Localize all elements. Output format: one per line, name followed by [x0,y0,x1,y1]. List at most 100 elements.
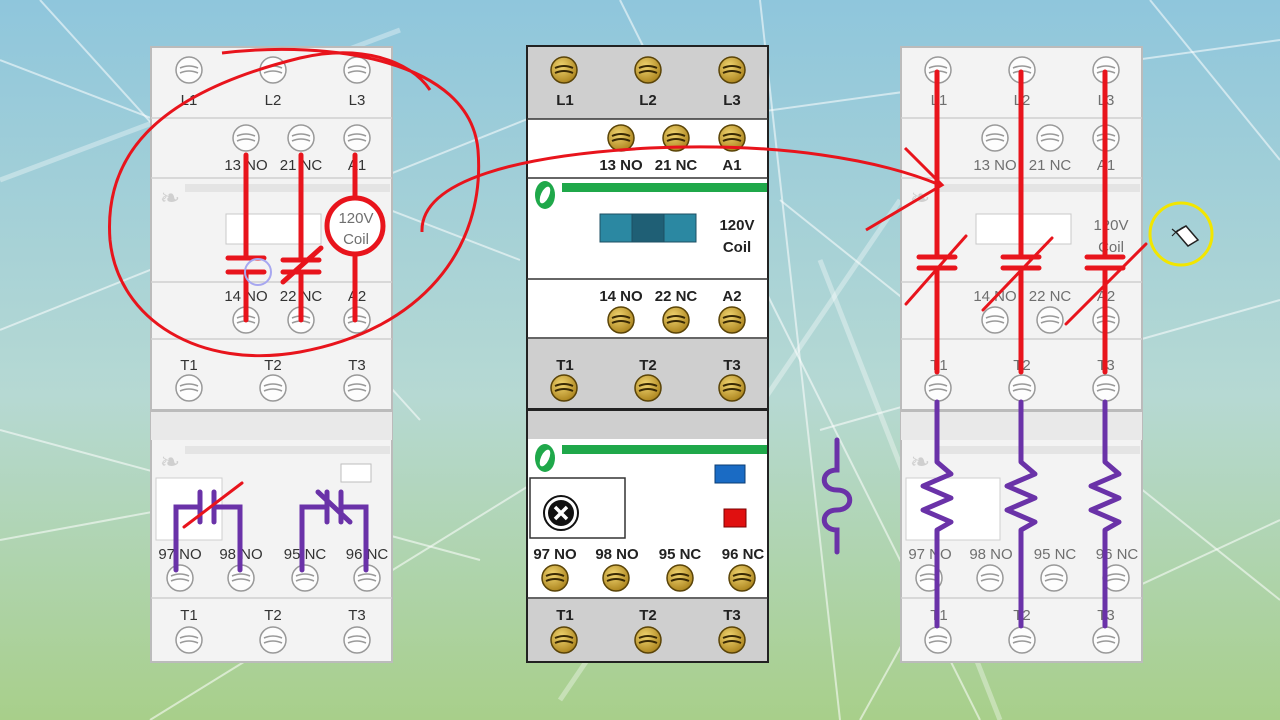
screw-terminal-icon[interactable] [175,374,203,402]
terminal-label-13-no: 13 NO [599,157,643,174]
terminal-label-l3: L3 [349,92,366,109]
screw-terminal-icon[interactable] [550,626,578,654]
terminal-label-21-nc: 21 NC [655,157,698,174]
annotation-arrow [420,145,941,233]
screw-terminal-icon[interactable] [1092,626,1120,654]
screw-terminal-icon[interactable] [1036,306,1064,334]
thermal-element-symbol [821,437,853,555]
coil-label-voltage: 120V [1093,217,1128,234]
screw-terminal-icon[interactable] [728,564,756,592]
screw-terminal-icon[interactable] [1092,374,1120,402]
screw-terminal-icon[interactable] [718,374,746,402]
cursor-highlight [244,258,272,286]
screw-terminal-icon[interactable] [607,306,635,334]
terminal-label-96-nc: 96 NC [722,546,765,563]
screw-terminal-icon[interactable] [550,56,578,84]
screw-terminal-icon[interactable] [666,564,694,592]
screw-terminal-icon[interactable] [924,626,952,654]
terminal-label-t2: T2 [264,357,282,374]
screw-terminal-icon[interactable] [718,56,746,84]
coil-label-voltage: 120V [719,217,754,234]
screw-terminal-icon[interactable] [981,306,1009,334]
terminal-label-t3: T3 [723,357,741,374]
screw-terminal-icon[interactable] [634,56,662,84]
screw-terminal-icon[interactable] [718,306,746,334]
terminal-label-97-no: 97 NO [158,546,201,563]
annotation-circle [107,47,481,358]
screw-terminal-icon[interactable] [259,374,287,402]
screw-terminal-icon[interactable] [924,374,952,402]
status-indicator-red [723,508,747,528]
screw-terminal-icon[interactable] [343,124,371,152]
terminal-label-t1: T1 [556,357,574,374]
screw-terminal-icon[interactable] [343,626,371,654]
screw-terminal-icon[interactable] [343,374,371,402]
terminal-label-14-no: 14 NO [599,288,643,305]
screw-terminal-icon[interactable] [634,374,662,402]
screw-terminal-icon[interactable] [259,56,287,84]
screw-terminal-icon[interactable] [602,564,630,592]
screw-terminal-icon[interactable] [718,626,746,654]
terminal-label-t2: T2 [264,607,282,624]
terminal-label-21-nc: 21 NC [1029,157,1072,174]
screw-terminal-icon[interactable] [1036,124,1064,152]
terminal-label-l2: L2 [265,92,282,109]
screw-terminal-icon[interactable] [1008,626,1036,654]
terminal-label-95-nc: 95 NC [1034,546,1077,563]
terminal-label-96-nc: 96 NC [1096,546,1139,563]
terminal-label-95-nc: 95 NC [284,546,327,563]
terminal-label-13-no: 13 NO [973,157,1016,174]
overload-aux-contact-symbols [173,489,369,573]
coil-label-text: Coil [343,231,369,248]
left-contactor-module: ❧ [150,46,393,411]
terminal-label-t2: T2 [639,607,657,624]
screw-terminal-icon[interactable] [232,124,260,152]
brand-leaf-icon: ❧ [910,449,930,476]
terminal-label-l1: L1 [556,92,574,109]
terminal-label-t2: T2 [639,357,657,374]
center-contactor-module [526,45,769,410]
reset-button-icon[interactable] [543,495,579,531]
screw-terminal-icon[interactable] [541,564,569,592]
terminal-label-98-no: 98 NO [969,546,1012,563]
screw-terminal-icon[interactable] [166,564,194,592]
screw-terminal-icon[interactable] [1040,564,1068,592]
coil-label-text: Coil [723,239,751,256]
screw-terminal-icon[interactable] [976,564,1004,592]
screw-terminal-icon[interactable] [634,626,662,654]
terminal-label-t1: T1 [180,357,198,374]
terminal-label-t1: T1 [180,607,198,624]
screw-terminal-icon[interactable] [662,306,690,334]
screw-terminal-icon[interactable] [259,626,287,654]
screw-terminal-icon[interactable] [343,56,371,84]
terminal-label-t3: T3 [348,607,366,624]
screw-terminal-icon[interactable] [287,124,315,152]
screw-terminal-icon[interactable] [607,124,635,152]
terminal-label-22-nc: 22 NC [1029,288,1072,305]
eraser-cursor-icon [1148,201,1214,267]
contact-block [599,213,697,243]
coil-label-voltage: 120V [338,210,373,227]
terminal-label-97-no: 97 NO [908,546,951,563]
screw-terminal-icon[interactable] [291,564,319,592]
terminal-label-l3: L3 [723,92,741,109]
center-overload-module [526,409,769,663]
screw-terminal-icon[interactable] [550,374,578,402]
terminal-label-t3: T3 [348,357,366,374]
screw-terminal-icon[interactable] [981,124,1009,152]
heater-element-symbols [920,399,1122,629]
screw-terminal-icon[interactable] [175,626,203,654]
screw-terminal-icon[interactable] [1008,374,1036,402]
terminal-label-a1: A1 [722,157,741,174]
status-indicator-blue [714,464,746,484]
brand-leaf-icon: ❧ [160,449,180,476]
coil-symbol: 120V Coil [324,195,386,257]
overload-trip-slash [182,481,244,529]
screw-terminal-icon[interactable] [175,56,203,84]
terminal-label-95-nc: 95 NC [659,546,702,563]
terminal-label-t3: T3 [723,607,741,624]
contact-linkage-slashes [904,234,1148,326]
coil-label-text: Coil [1098,239,1124,256]
terminal-label-l2: L2 [639,92,657,109]
